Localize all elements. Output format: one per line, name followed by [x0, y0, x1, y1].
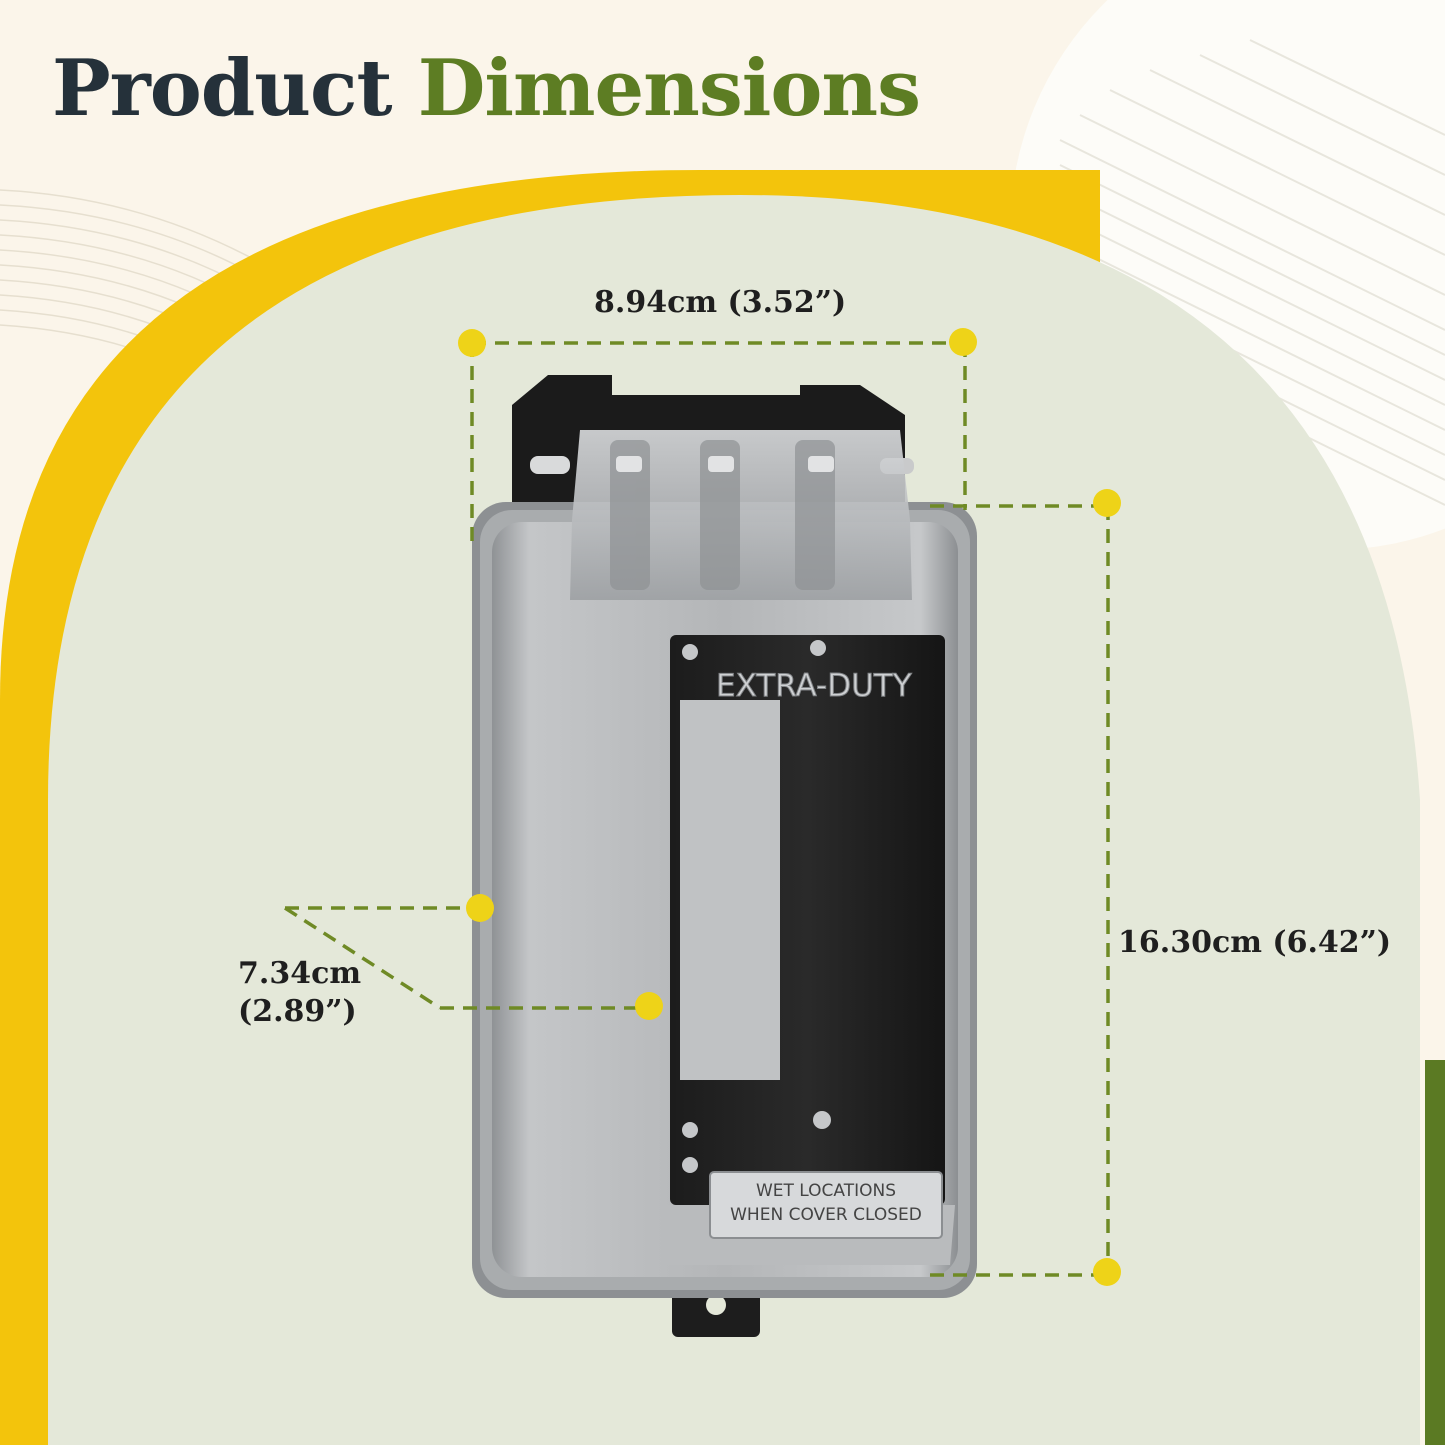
marker-depth-front: [635, 992, 663, 1020]
depth-dimension-cm: 7.34cm: [238, 956, 362, 991]
width-dimension-label: 8.94cm (3.52”): [594, 285, 847, 320]
right-green-strip: [1425, 1060, 1445, 1445]
title-word-dimensions: Dimensions: [417, 43, 921, 134]
marker-height-bottom: [1093, 1258, 1121, 1286]
dimension-lines: [284, 341, 1110, 1277]
extra-duty-embossed-text: EXTRA-DUTY: [716, 668, 912, 704]
dimension-markers: [458, 328, 1121, 1286]
marker-width-left: [458, 329, 486, 357]
wet-locations-line2: WHEN COVER CLOSED: [730, 1205, 922, 1225]
depth-dimension-in: (2.89”): [238, 993, 357, 1029]
depth-dimension-label: 7.34cm (2.89”): [238, 955, 361, 1030]
marker-width-right: [949, 328, 977, 356]
wet-locations-line1: WET LOCATIONS: [756, 1181, 896, 1201]
marker-depth-back: [466, 894, 494, 922]
title-word-product: Product: [52, 43, 393, 134]
height-dimension-label: 16.30cm (6.42”): [1118, 925, 1392, 960]
marker-height-top: [1093, 489, 1121, 517]
outlet-cover-illustration: EXTRA-DUTY WET LOCATIONS WHEN COVER CLOS…: [472, 375, 977, 1337]
page-title: Product Dimensions: [52, 50, 921, 128]
